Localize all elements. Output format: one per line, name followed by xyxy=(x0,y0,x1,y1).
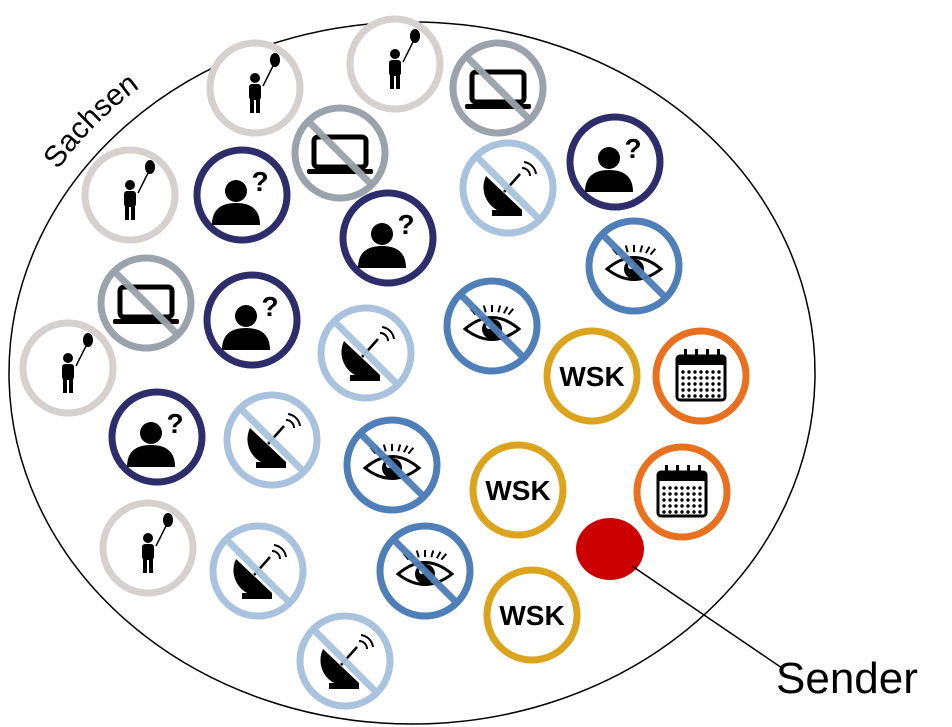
svg-text:WSK: WSK xyxy=(485,475,550,506)
no-tv-icon xyxy=(97,254,195,352)
calendar-icon xyxy=(633,443,731,541)
no-satellite-icon xyxy=(296,612,394,710)
unknown-person-icon: ? xyxy=(203,271,301,369)
child-balloon-icon xyxy=(346,15,444,113)
child-balloon-icon xyxy=(99,499,197,597)
no-visibility-icon xyxy=(585,217,683,315)
unknown-person-icon: ? xyxy=(339,189,437,287)
unknown-person-icon: ? xyxy=(193,146,291,244)
no-satellite-icon xyxy=(459,139,557,237)
svg-text:?: ? xyxy=(261,291,278,322)
child-balloon-icon xyxy=(206,39,304,137)
sender-marker xyxy=(576,518,644,580)
wsk-badge-icon: WSK xyxy=(469,441,567,539)
child-balloon-icon xyxy=(81,146,179,244)
wsk-badge-icon: WSK xyxy=(483,566,581,664)
sender-pointer-line xyxy=(631,565,783,669)
svg-text:?: ? xyxy=(166,408,183,439)
svg-text:WSK: WSK xyxy=(499,600,564,631)
no-satellite-icon xyxy=(317,304,415,402)
unknown-person-icon: ? xyxy=(108,388,206,486)
svg-text:?: ? xyxy=(251,166,268,197)
svg-text:?: ? xyxy=(397,209,414,240)
wsk-badge-icon: WSK xyxy=(543,327,641,425)
icon-group: ???? WSK? WSK WSK xyxy=(19,15,750,710)
no-tv-icon xyxy=(449,39,547,137)
unknown-person-icon: ? xyxy=(566,113,664,211)
svg-text:?: ? xyxy=(624,133,641,164)
no-visibility-icon xyxy=(343,416,441,514)
no-visibility-icon xyxy=(376,522,474,620)
calendar-icon xyxy=(652,327,750,425)
svg-text:WSK: WSK xyxy=(559,361,624,392)
sender-label: Sender xyxy=(776,654,918,703)
child-balloon-icon xyxy=(19,319,117,417)
no-satellite-icon xyxy=(209,522,307,620)
no-visibility-icon xyxy=(443,277,541,375)
no-tv-icon xyxy=(291,104,389,202)
no-satellite-icon xyxy=(223,391,321,489)
